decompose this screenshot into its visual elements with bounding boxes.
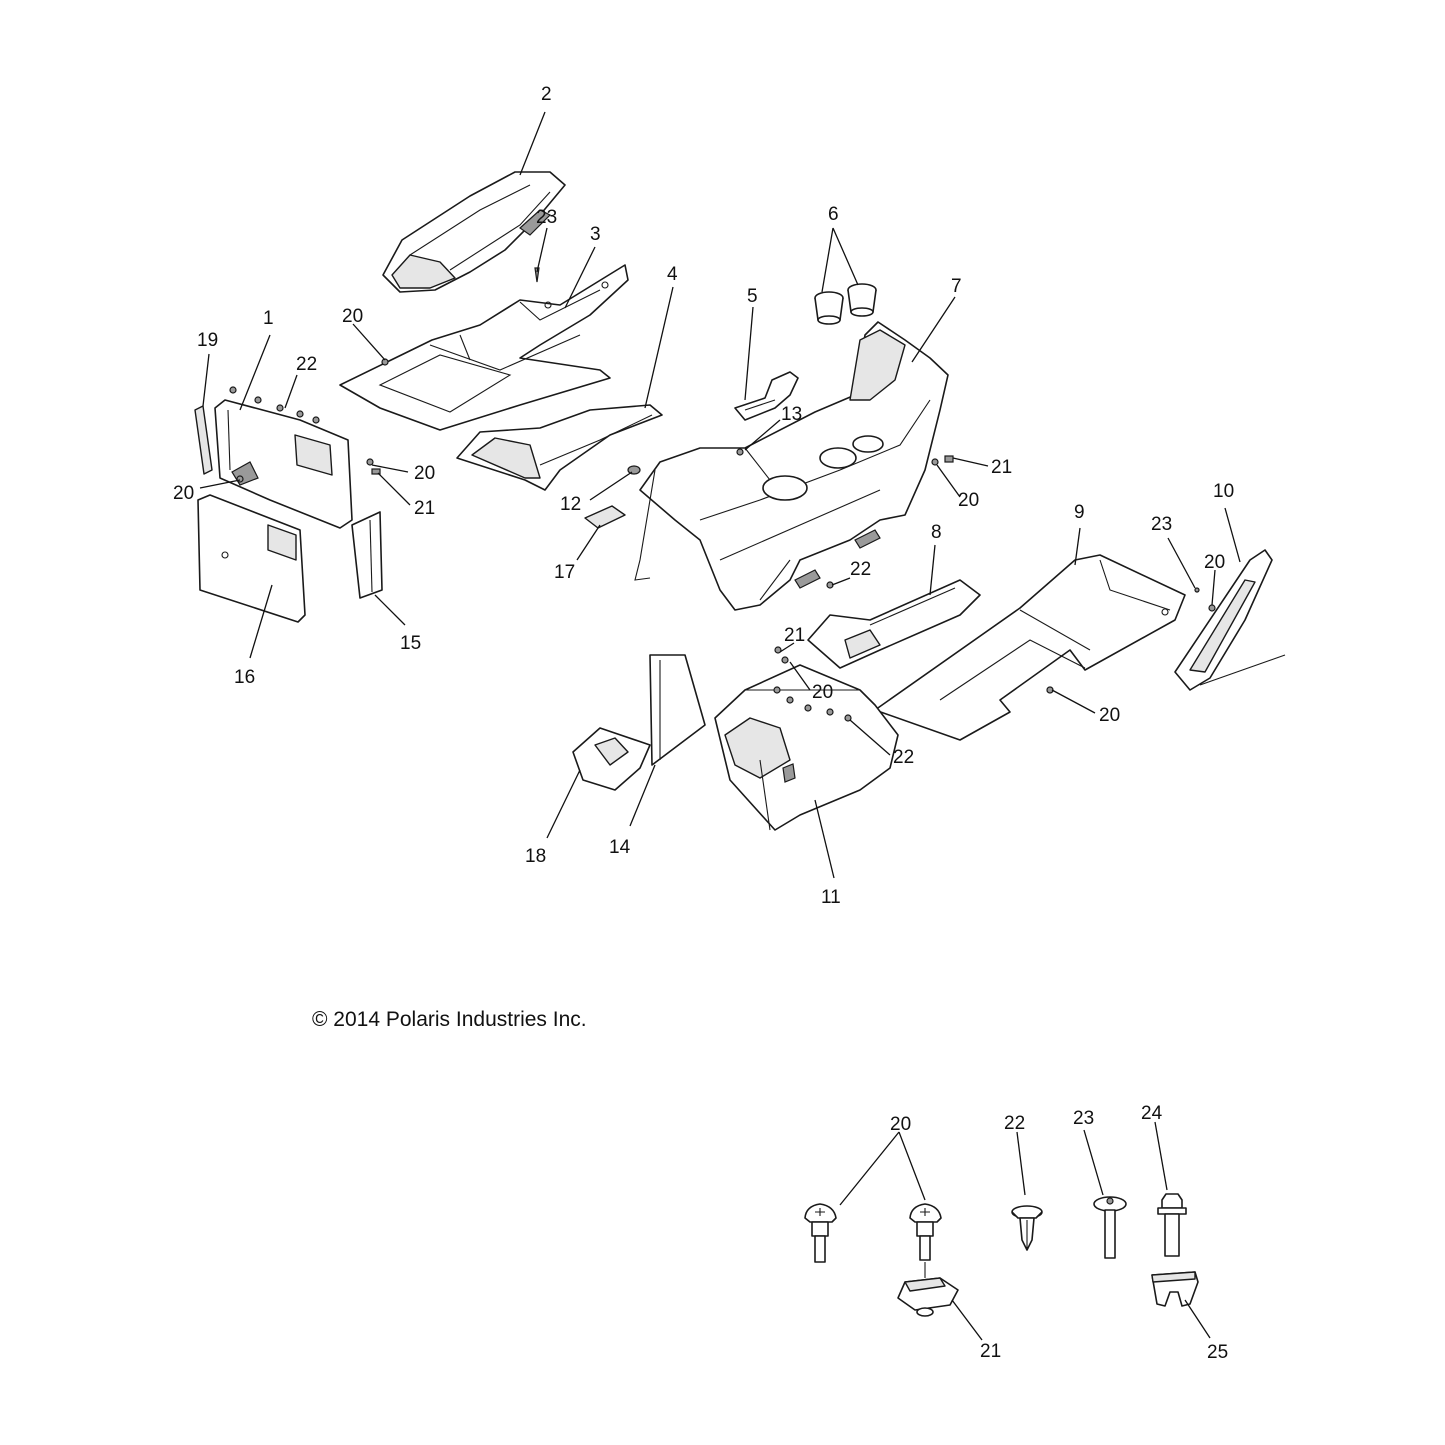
part-16-lower-panel: [197, 494, 306, 623]
callout-22: 22: [296, 354, 317, 375]
callout-21: 21: [784, 625, 805, 646]
part-7-center-console: [634, 321, 949, 611]
part-3-floor-panel: [339, 264, 629, 431]
part-17-pad: [584, 505, 626, 529]
callout-2: 2: [541, 84, 552, 105]
part-1-door-panel: [214, 399, 353, 529]
callout-hw-21: 21: [980, 1341, 1001, 1362]
callout-20: 20: [1099, 705, 1120, 726]
callout-23: 23: [1151, 514, 1172, 535]
callout-1: 1: [263, 308, 274, 329]
part-11-storage-box: [714, 664, 899, 831]
callout-19: 19: [197, 330, 218, 351]
callout-21: 21: [414, 498, 435, 519]
callout-15: 15: [400, 633, 421, 654]
callout-20: 20: [173, 483, 194, 504]
callout-9: 9: [1074, 502, 1085, 523]
callout-4: 4: [667, 264, 678, 285]
part-19-trim-strip: [194, 405, 213, 475]
assembly-fasteners: [229, 267, 1216, 722]
callout-20: 20: [958, 490, 979, 511]
callout-20: 20: [812, 682, 833, 703]
part-18-bracket: [572, 727, 651, 791]
callout-20: 20: [342, 306, 363, 327]
callout-10: 10: [1213, 481, 1234, 502]
copyright-notice: © 2014 Polaris Industries Inc.: [312, 1008, 587, 1031]
part-10-door-panel-right: [1174, 549, 1286, 691]
callout-20: 20: [414, 463, 435, 484]
hardware-25-nut-clip: [1151, 1271, 1211, 1339]
hardware-24-bolt: [1154, 1121, 1187, 1257]
hardware-callouts: 20 22 23 24 21 25: [890, 1103, 1228, 1363]
callout-3: 3: [590, 224, 601, 245]
leader-lines: [199, 111, 1241, 879]
callout-21: 21: [991, 457, 1012, 478]
hardware-20-screws: [804, 1131, 942, 1278]
callout-11: 11: [821, 887, 841, 908]
hardware-21-clip-nut: [897, 1277, 983, 1341]
callout-18: 18: [525, 846, 546, 867]
hardware-23-pin: [1083, 1129, 1127, 1259]
part-8-tray: [807, 579, 981, 669]
callout-13: 13: [781, 404, 802, 425]
callout-hw-22: 22: [1004, 1113, 1025, 1134]
callout-hw-25: 25: [1207, 1342, 1228, 1363]
callout-hw-20: 20: [890, 1114, 911, 1135]
part-5-cover: [734, 371, 799, 421]
assembly-callouts: 2 23 3 4 5 6 7 19 1 20 22 20 21 20 13 12…: [173, 84, 1234, 908]
callout-hw-23: 23: [1073, 1108, 1094, 1129]
callout-12: 12: [560, 494, 581, 515]
part-14-panel: [649, 654, 706, 766]
callout-5: 5: [747, 286, 758, 307]
part-2-dash-cover: [382, 171, 566, 293]
part-6-cup-holders: [814, 283, 877, 325]
callout-7: 7: [951, 276, 962, 297]
callout-16: 16: [234, 667, 255, 688]
callout-6: 6: [828, 204, 839, 225]
callout-8: 8: [931, 522, 942, 543]
callout-22: 22: [850, 559, 871, 580]
callout-22: 22: [893, 747, 914, 768]
hardware-22-push-rivet: [1011, 1131, 1043, 1251]
part-9-floor-panel-right: [874, 554, 1186, 741]
callout-hw-24: 24: [1141, 1103, 1163, 1124]
part-15-side-strip: [351, 511, 383, 599]
callout-20: 20: [1204, 552, 1225, 573]
callout-23: 23: [536, 207, 557, 228]
callout-17: 17: [554, 562, 575, 583]
callout-14: 14: [609, 837, 631, 858]
part-4-tunnel: [456, 404, 663, 491]
